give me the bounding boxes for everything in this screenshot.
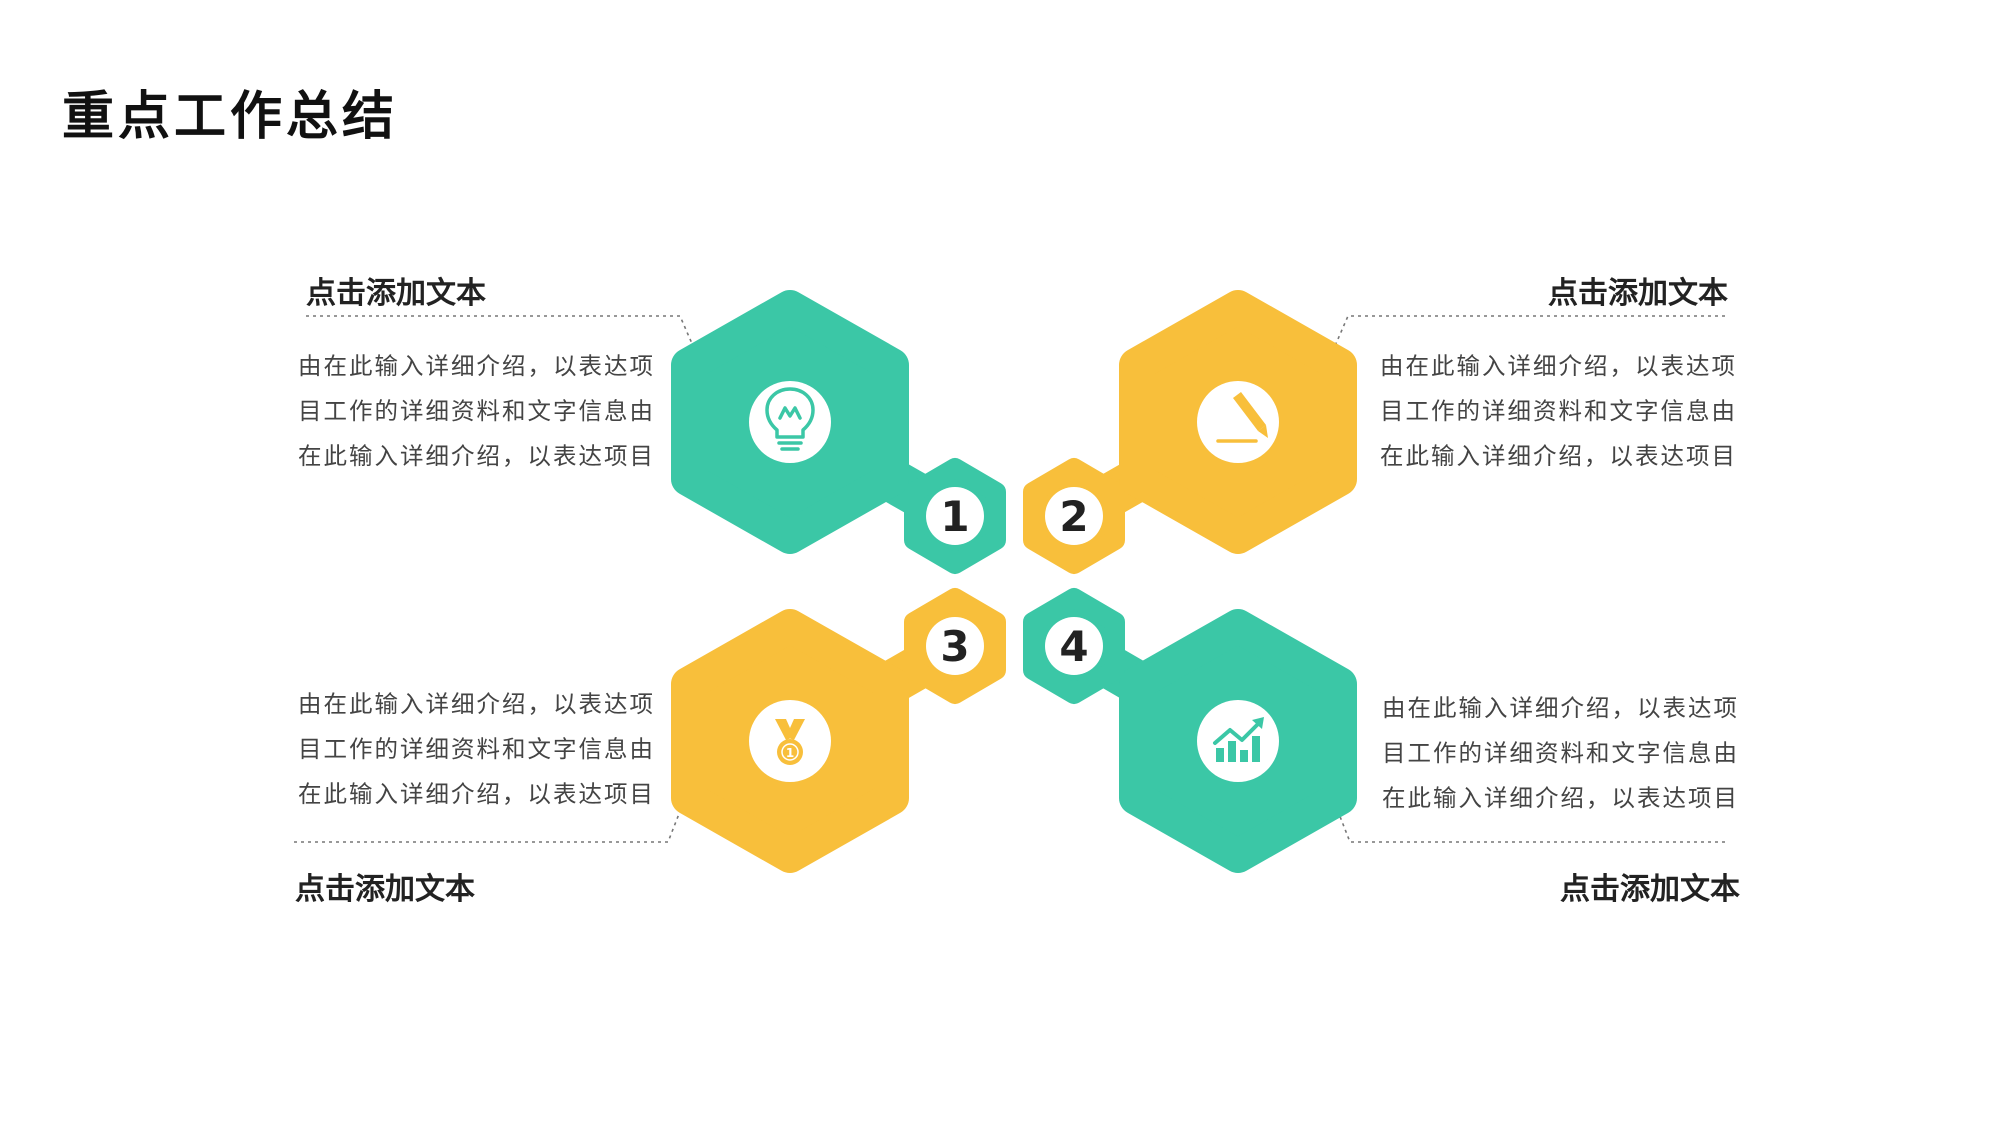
svg-text:1: 1 xyxy=(786,746,794,760)
leader-lines xyxy=(294,315,1725,843)
item-2-description[interactable]: 由在此输入详细介绍，以表达项 目工作的详细资料和文字信息由 在此输入详细介绍，以… xyxy=(1380,344,1737,479)
item-2-line-1: 由在此输入详细介绍，以表达项 xyxy=(1380,352,1737,380)
item-1-line-2: 目工作的详细资料和文字信息由 xyxy=(298,397,655,425)
item-4-leader-line xyxy=(1331,795,1725,843)
item-3-leader-line xyxy=(294,795,687,843)
item-2-line-3: 在此输入详细介绍，以表达项目 xyxy=(1380,442,1737,470)
item-4-heading[interactable]: 点击添加文本 xyxy=(1560,872,1740,907)
item-4-line-3: 在此输入详细介绍，以表达项目 xyxy=(1382,784,1739,812)
item-3-shape[interactable]: 1 3 xyxy=(671,588,1006,873)
item-4-shape[interactable]: 4 xyxy=(1023,588,1357,873)
item-4-icon-circle xyxy=(1197,700,1279,782)
item-1-description[interactable]: 由在此输入详细介绍，以表达项 目工作的详细资料和文字信息由 在此输入详细介绍，以… xyxy=(298,344,655,479)
item-2-icon-circle xyxy=(1197,381,1279,463)
item-1-shape[interactable]: 1 xyxy=(671,290,1006,574)
growth-chart-icon xyxy=(1213,717,1264,762)
item-3-description[interactable]: 由在此输入详细介绍，以表达项 目工作的详细资料和文字信息由 在此输入详细介绍，以… xyxy=(298,682,655,817)
item-2-heading[interactable]: 点击添加文本 xyxy=(1548,276,1728,311)
item-1-number-circle xyxy=(926,487,984,545)
item-1-line-1: 由在此输入详细介绍，以表达项 xyxy=(298,352,655,380)
item-3-heading[interactable]: 点击添加文本 xyxy=(295,872,475,907)
page-title: 重点工作总结 xyxy=(62,87,399,147)
pencil-icon xyxy=(1216,392,1268,443)
item-3-line-1: 由在此输入详细介绍，以表达项 xyxy=(298,690,655,718)
item-2-line-2: 目工作的详细资料和文字信息由 xyxy=(1380,397,1737,425)
item-1-line-3: 在此输入详细介绍，以表达项目 xyxy=(298,442,655,470)
item-4-line-2: 目工作的详细资料和文字信息由 xyxy=(1382,739,1739,767)
item-3-number: 3 xyxy=(940,622,969,671)
item-4-number-circle xyxy=(1045,617,1103,675)
item-3-number-circle xyxy=(926,617,984,675)
item-4-description[interactable]: 由在此输入详细介绍，以表达项 目工作的详细资料和文字信息由 在此输入详细介绍，以… xyxy=(1382,686,1739,821)
item-2-number: 2 xyxy=(1059,492,1088,541)
medal-icon: 1 xyxy=(775,719,805,765)
item-2-shape[interactable]: 2 xyxy=(1023,290,1357,574)
item-1-leader-line xyxy=(306,315,701,363)
item-1-heading[interactable]: 点击添加文本 xyxy=(306,276,486,311)
item-2-number-circle xyxy=(1045,487,1103,545)
lightbulb-icon xyxy=(765,387,815,451)
item-2-leader-line xyxy=(1327,315,1725,363)
item-4-line-1: 由在此输入详细介绍，以表达项 xyxy=(1382,694,1739,722)
item-3-line-2: 目工作的详细资料和文字信息由 xyxy=(298,735,655,763)
item-1-number: 1 xyxy=(940,492,969,541)
item-4-number: 4 xyxy=(1059,622,1088,671)
item-3-line-3: 在此输入详细介绍，以表达项目 xyxy=(298,780,655,808)
